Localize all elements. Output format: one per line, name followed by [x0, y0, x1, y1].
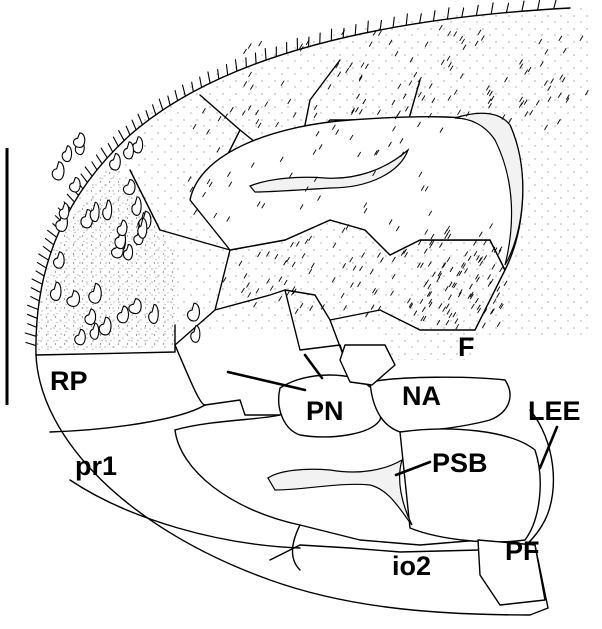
- marginal-spine: [101, 148, 107, 158]
- marginal-spine: [31, 288, 40, 293]
- marginal-spine: [28, 324, 37, 328]
- marginal-spine: [27, 314, 37, 318]
- pit-mark: [248, 43, 251, 48]
- pit-mark: [259, 41, 262, 46]
- label-rp: RP: [50, 366, 88, 396]
- label-io2: io2: [392, 551, 431, 581]
- plate-psb[interactable]: [400, 429, 540, 542]
- tubercle: [70, 178, 81, 193]
- label-pr1: pr1: [75, 451, 117, 481]
- marginal-spine: [37, 262, 46, 268]
- marginal-spine: [28, 305, 39, 309]
- label-pf: PF: [505, 536, 540, 566]
- label-lee: LEE: [528, 396, 581, 426]
- pit-mark: [244, 49, 247, 54]
- marginal-spine: [25, 333, 36, 336]
- marginal-spine: [43, 247, 51, 253]
- marginal-spine: [522, 1, 524, 11]
- marginal-spine: [36, 271, 44, 276]
- label-psb: PSB: [432, 448, 488, 478]
- marginal-spine: [45, 238, 53, 244]
- marginal-spine: [32, 279, 42, 284]
- marginal-spine: [26, 343, 36, 346]
- tubercle: [73, 133, 84, 148]
- label-f: F: [458, 332, 475, 362]
- marginal-spine: [85, 167, 92, 176]
- label-pn: PN: [306, 396, 344, 426]
- marginal-spine: [67, 194, 74, 202]
- marginal-spine: [368, 21, 369, 32]
- marginal-spine: [48, 230, 57, 237]
- tubercle: [52, 162, 64, 180]
- lower-inner-outline: [70, 480, 300, 548]
- marginal-spine: [96, 155, 102, 164]
- marginal-spine: [119, 131, 124, 141]
- marginal-spine: [255, 53, 256, 63]
- marginal-spine: [81, 174, 87, 182]
- marginal-spine: [39, 254, 49, 260]
- marginal-spine: [108, 144, 112, 152]
- label-na: NA: [402, 381, 441, 411]
- tubercle: [59, 203, 69, 219]
- marginal-spine: [554, 0, 556, 9]
- canal-lower: [268, 460, 412, 525]
- tubercle: [62, 146, 71, 162]
- marginal-spine: [92, 162, 97, 170]
- marginal-spine: [113, 137, 118, 146]
- marginal-spine: [538, 0, 540, 10]
- marginal-spine: [31, 297, 39, 301]
